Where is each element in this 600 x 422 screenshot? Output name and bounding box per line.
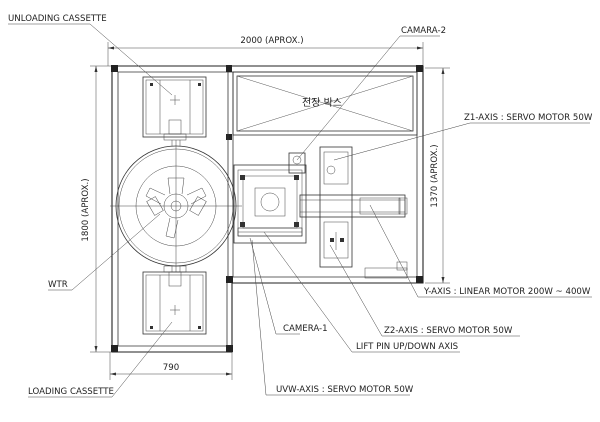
dim-bottom-text: 790 (163, 363, 179, 373)
label-z2-axis: Z2-AXIS : SERVO MOTOR 50W (384, 326, 513, 336)
dim-top-text: 2000 (APROX.) (240, 36, 303, 46)
electrical-box: 전장 박스 (232, 71, 418, 136)
electrical-box-label: 전장 박스 (302, 97, 342, 109)
leader-lines (8, 23, 592, 398)
alignment-stage (233, 152, 307, 244)
dim-left-text: 1800 (APROX.) (81, 178, 91, 241)
label-unloading-cassette: UNLOADING CASSETTE (8, 14, 107, 24)
wafer-transfer-robot (110, 140, 242, 272)
label-uvw-axis: UVW-AXIS : SERVO MOTOR 50W (276, 385, 414, 395)
z1-axis-module (319, 146, 353, 268)
machine-frame (111, 65, 424, 353)
label-y-axis: Y-AXIS : LINEAR MOTOR 200W ~ 400W (423, 287, 591, 297)
label-loading-cassette: LOADING CASSETTE (28, 387, 114, 397)
label-camera-1: CAMERA-1 (283, 324, 328, 334)
dimension-right: 1370 (APROX.) (425, 67, 450, 284)
dimension-bottom: 790 (109, 352, 233, 380)
label-wtr: WTR (48, 280, 68, 290)
dimension-left: 1800 (APROX.) (81, 65, 112, 353)
y-axis-linear-motor (299, 194, 408, 218)
label-z1-axis: Z1-AXIS : SERVO MOTOR 50W (464, 113, 593, 123)
right-bracket (364, 261, 408, 279)
unloading-cassette (142, 76, 207, 141)
label-lift-pin: LIFT PIN UP/DOWN AXIS (356, 342, 458, 352)
dim-right-text: 1370 (APROX.) (430, 144, 440, 207)
dimension-top: 2000 (APROX.) (107, 36, 424, 66)
loading-cassette (142, 265, 207, 335)
label-camara-2: CAMARA-2 (401, 26, 446, 36)
